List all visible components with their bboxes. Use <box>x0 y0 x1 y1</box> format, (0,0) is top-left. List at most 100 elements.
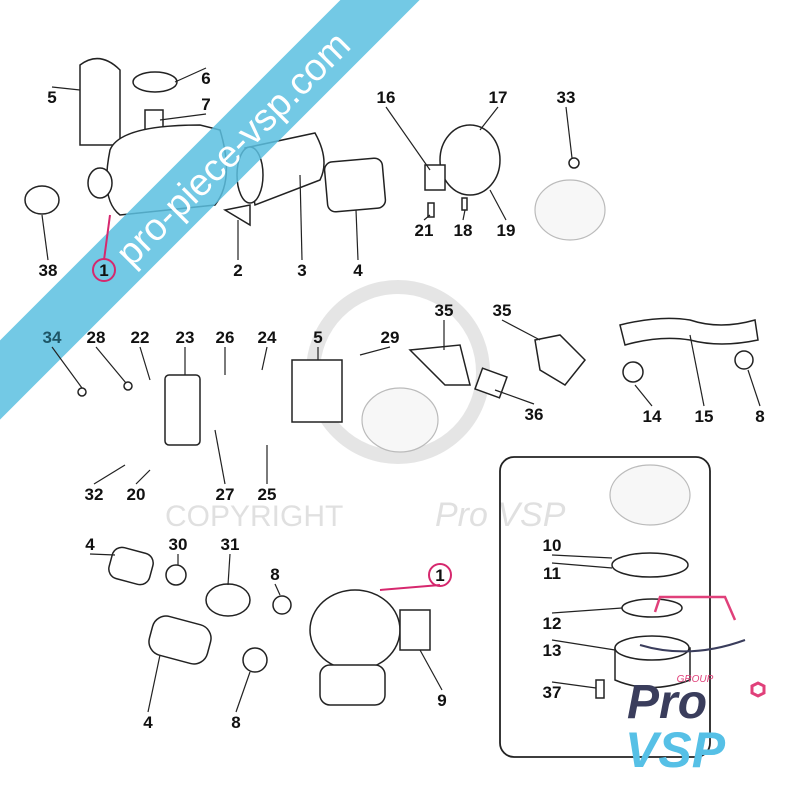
callout-17: 17 <box>489 88 508 107</box>
housing-inlet <box>87 167 113 199</box>
clamp-8b <box>272 595 292 615</box>
callout-14: 14 <box>643 407 662 426</box>
callout-31: 31 <box>221 535 240 554</box>
leader-line <box>419 649 443 691</box>
callout-38: 38 <box>39 261 58 280</box>
callout-10: 10 <box>543 536 562 555</box>
element-11 <box>611 552 689 578</box>
bracket-16 <box>424 164 446 191</box>
gasket-36 <box>474 367 508 399</box>
hose-15 <box>619 317 759 346</box>
provsp-logo: GROUP Pro VSP <box>625 595 766 778</box>
drain-2 <box>222 204 251 227</box>
callout-30: 30 <box>169 535 188 554</box>
precleaner-4 <box>148 615 212 665</box>
bracket-9 <box>399 609 431 651</box>
leader-line <box>423 214 431 221</box>
filter-4b <box>108 546 154 586</box>
banner-band <box>0 0 430 429</box>
leader-line <box>89 553 116 556</box>
leader-line <box>551 554 613 559</box>
callout-4: 4 <box>85 535 95 554</box>
bolt-21 <box>427 202 435 218</box>
leader-line <box>261 346 268 371</box>
leader-line <box>51 346 83 389</box>
leader-line <box>489 189 507 221</box>
logo-car-outline <box>653 595 737 621</box>
leader-line <box>103 214 111 261</box>
callout-3: 3 <box>297 261 306 280</box>
leader-line <box>747 369 761 407</box>
leader-line <box>159 113 207 121</box>
leader-line <box>379 584 441 591</box>
callout-18: 18 <box>454 221 473 240</box>
leader-line <box>501 319 541 341</box>
detail-parts <box>595 464 691 699</box>
elbow-35a <box>408 344 471 386</box>
callout-24: 24 <box>258 328 277 347</box>
ghost-housing-top <box>534 179 606 241</box>
leader-line <box>494 389 535 405</box>
leader-line <box>299 174 303 261</box>
sleeve-31 <box>205 583 251 617</box>
logo-group: GROUP <box>677 674 714 685</box>
callout-26: 26 <box>216 328 235 347</box>
callout-15: 15 <box>695 407 714 426</box>
filter-4 <box>323 157 387 213</box>
nut-34 <box>77 387 87 397</box>
leader-line <box>139 346 151 381</box>
leader-line <box>274 583 281 596</box>
callout-37: 37 <box>543 683 562 702</box>
leader-line <box>551 562 613 569</box>
clamp-8 <box>734 350 754 370</box>
seal-12 <box>621 598 683 618</box>
callout-22: 22 <box>131 328 150 347</box>
leader-line <box>359 346 391 356</box>
bolt-18 <box>461 197 468 211</box>
callout-1: 1 <box>99 261 108 280</box>
elbow-35b <box>534 334 587 386</box>
leader-line <box>689 334 705 407</box>
callout-28: 28 <box>87 328 106 347</box>
middle-parts <box>77 317 759 453</box>
callout-12: 12 <box>543 614 562 633</box>
callout-5: 5 <box>47 88 56 107</box>
copyright-text: COPYRIGHT <box>165 500 343 533</box>
callout-32: 32 <box>85 485 104 504</box>
logo-hex-nut-icon <box>750 681 766 698</box>
leader-line <box>565 106 573 159</box>
callout-7: 7 <box>201 95 210 114</box>
callout-1: 1 <box>435 566 444 585</box>
highlight-circle <box>428 563 452 587</box>
ghost-cover <box>609 464 691 526</box>
leader-line <box>135 469 151 485</box>
clamp-17 <box>439 124 501 196</box>
housing-1b <box>309 589 401 671</box>
callout-13: 13 <box>543 641 562 660</box>
leader-line <box>551 639 616 651</box>
logo-vsp: VSP <box>625 722 726 778</box>
leader-line <box>51 86 81 91</box>
callout-33: 33 <box>557 88 576 107</box>
leader-line <box>355 209 359 261</box>
leader-line <box>174 67 207 83</box>
callout-6: 6 <box>201 69 210 88</box>
callout-16: 16 <box>377 88 396 107</box>
clamp-8c <box>242 647 268 673</box>
leader-line <box>227 553 231 586</box>
leader-line <box>235 671 251 713</box>
callout-11: 11 <box>543 564 561 583</box>
callout-2: 2 <box>233 261 242 280</box>
callout-4: 4 <box>353 261 363 280</box>
leader-line <box>462 209 466 221</box>
callout-23: 23 <box>176 328 195 347</box>
callout-27: 27 <box>216 485 235 504</box>
logo-car-bumper <box>639 639 746 653</box>
leader-line <box>551 607 623 614</box>
callout-9: 9 <box>437 691 446 710</box>
callout-8: 8 <box>270 565 279 584</box>
leader-line <box>95 346 127 384</box>
bottom-left-parts <box>108 546 431 706</box>
leader-line <box>479 106 499 131</box>
